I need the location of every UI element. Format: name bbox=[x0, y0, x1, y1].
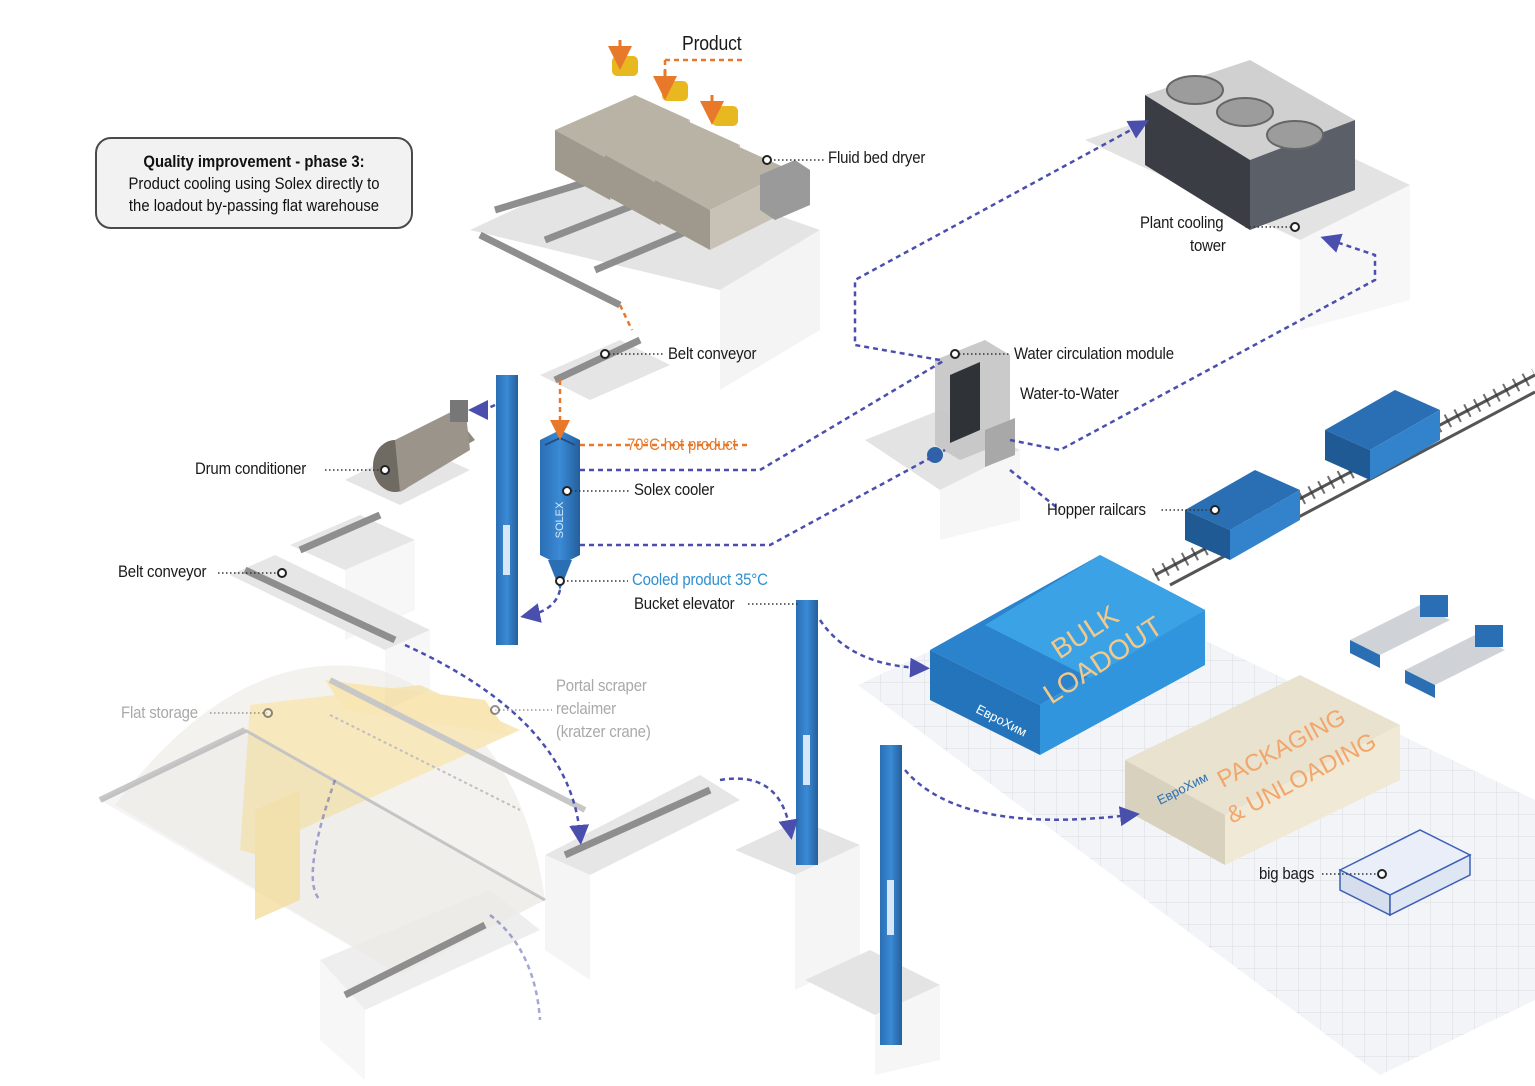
leader-markers bbox=[263, 155, 1387, 879]
label-portal-scraper-3: (kratzer crane) bbox=[556, 722, 651, 741]
bucket-elevator-1 bbox=[496, 375, 518, 645]
solex-cooler bbox=[540, 430, 580, 590]
label-drum-conditioner: Drum conditioner bbox=[195, 459, 307, 478]
fluid-bed-dryers bbox=[555, 40, 810, 250]
hot-product-flow bbox=[550, 58, 750, 447]
solex-brand-text: SOLEX bbox=[554, 501, 566, 538]
water-circulation-module bbox=[927, 340, 1015, 467]
hopper-railcars bbox=[1185, 390, 1440, 560]
bulk-loadout-building bbox=[930, 555, 1205, 755]
label-hopper-railcars: Hopper railcars bbox=[1047, 500, 1146, 519]
label-bucket-elevator: Bucket elevator bbox=[634, 594, 735, 613]
bucket-elevators bbox=[496, 375, 902, 1045]
label-plant-cooling-tower-2: tower bbox=[1190, 236, 1226, 255]
label-portal-scraper-2: reclaimer bbox=[556, 699, 616, 718]
flat-storage bbox=[98, 665, 587, 975]
drum-conditioner bbox=[373, 400, 475, 492]
packaging-building bbox=[1125, 675, 1400, 865]
label-belt-conveyor-left: Belt conveyor bbox=[118, 562, 207, 581]
big-bags bbox=[1338, 829, 1472, 917]
label-fluid-bed-dryer: Fluid bed dryer bbox=[828, 148, 926, 167]
callout-heading: Quality improvement - phase 3: bbox=[143, 153, 365, 171]
trucks bbox=[1350, 595, 1505, 698]
label-cooled-product: Cooled product 35°C bbox=[632, 570, 768, 589]
label-water-to-water: Water-to-Water bbox=[1020, 384, 1119, 403]
plant-cooling-tower bbox=[1145, 60, 1355, 230]
label-belt-conveyor-top: Belt conveyor bbox=[668, 344, 757, 363]
label-product: Product bbox=[682, 33, 742, 55]
leader-lines bbox=[210, 159, 1380, 875]
flow-lines bbox=[311, 120, 1377, 1021]
rail-track bbox=[1151, 368, 1535, 587]
label-plant-cooling-tower-1: Plant cooling bbox=[1140, 213, 1224, 232]
label-hot-product: 70°C hot product bbox=[627, 435, 737, 454]
callout-line-2: the loadout by-passing flat warehouse bbox=[128, 197, 380, 215]
callout-line-1: Product cooling using Solex directly to bbox=[128, 175, 380, 193]
label-big-bags: big bags bbox=[1259, 864, 1315, 883]
label-water-circulation-module: Water circulation module bbox=[1014, 344, 1174, 363]
label-portal-scraper-1: Portal scraper bbox=[556, 676, 647, 695]
phase-callout: Quality improvement - phase 3: Product c… bbox=[95, 137, 413, 229]
label-flat-storage: Flat storage bbox=[121, 703, 198, 722]
bucket-elevator-2 bbox=[796, 600, 818, 865]
bucket-elevator-3 bbox=[880, 745, 902, 1045]
label-solex-cooler: Solex cooler bbox=[634, 480, 715, 499]
